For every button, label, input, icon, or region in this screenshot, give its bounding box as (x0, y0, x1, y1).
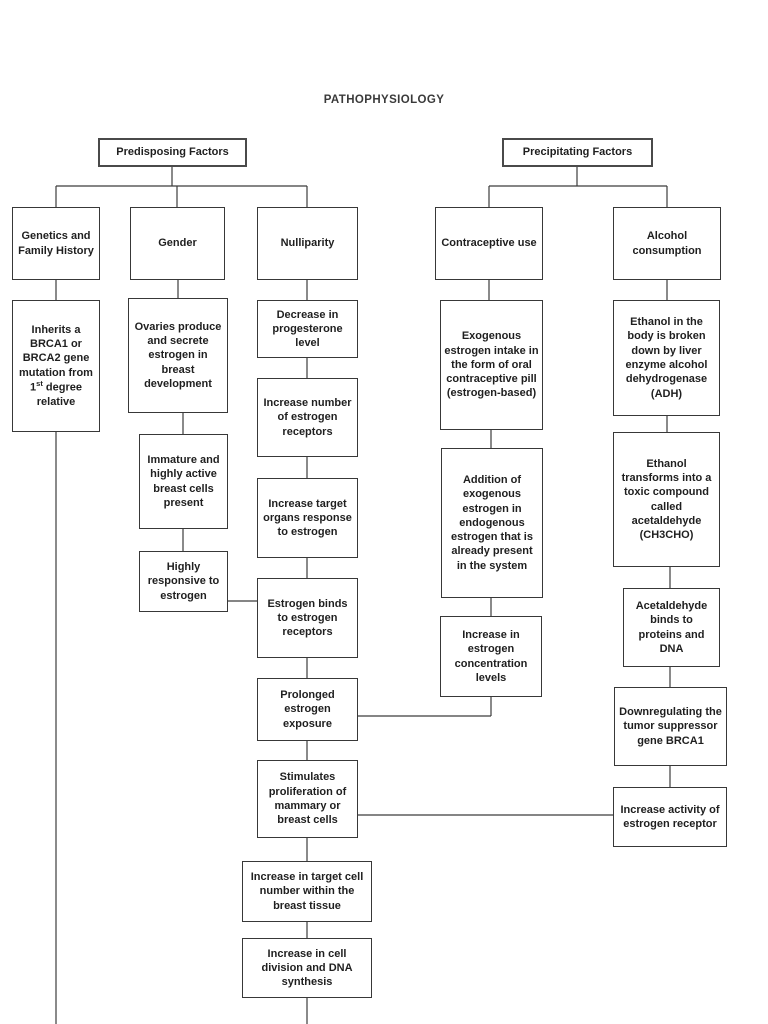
node-precipitating-factors: Precipitating Factors (502, 138, 653, 167)
node-exogenous-estrogen-intake: Exogenous estrogen intake in the form of… (440, 300, 543, 430)
node-ethanol-breakdown-adh: Ethanol in the body is broken down by li… (613, 300, 720, 416)
node-downregulating-brca1: Downregulating the tumor suppressor gene… (614, 687, 727, 766)
node-increase-er-activity: Increase activity of estrogen receptor (613, 787, 727, 847)
node-acetaldehyde-binds: Acetaldehyde binds to proteins and DNA (623, 588, 720, 667)
node-estrogen-binds-receptors: Estrogen binds to estrogen receptors (257, 578, 358, 658)
node-ethanol-to-acetaldehyde: Ethanol transforms into a toxic compound… (613, 432, 720, 567)
node-genetics-family-history: Genetics and Family History (12, 207, 100, 280)
node-increase-cell-division: Increase in cell division and DNA synthe… (242, 938, 372, 998)
node-immature-breast-cells: Immature and highly active breast cells … (139, 434, 228, 529)
node-alcohol-consumption: Alcohol consumption (613, 207, 721, 280)
node-increase-target-organs-response: Increase target organs response to estro… (257, 478, 358, 558)
node-prolonged-estrogen-exposure: Prolonged estrogen exposure (257, 678, 358, 741)
superscript-st: st (36, 378, 43, 388)
node-increase-estrogen-concentration: Increase in estrogen concentration level… (440, 616, 542, 697)
node-increase-target-cell-number: Increase in target cell number within th… (242, 861, 372, 922)
page-title: PATHOPHYSIOLOGY (323, 94, 445, 106)
node-decrease-progesterone: Decrease in progesterone level (257, 300, 358, 358)
node-stimulates-proliferation: Stimulates proliferation of mammary or b… (257, 760, 358, 838)
node-ovaries-estrogen: Ovaries produce and secrete estrogen in … (128, 298, 228, 413)
node-gender: Gender (130, 207, 225, 280)
node-contraceptive-use: Contraceptive use (435, 207, 543, 280)
node-increase-estrogen-receptors: Increase number of estrogen receptors (257, 378, 358, 457)
node-brca-mutation: Inherits a BRCA1 or BRCA2 gene mutation … (12, 300, 100, 432)
node-predisposing-factors: Predisposing Factors (98, 138, 247, 167)
node-nulliparity: Nulliparity (257, 207, 358, 280)
node-addition-exogenous-estrogen: Addition of exogenous estrogen in endoge… (441, 448, 543, 598)
node-highly-responsive: Highly responsive to estrogen (139, 551, 228, 612)
brca-text: Inherits a BRCA1 or BRCA2 gene mutation … (19, 323, 93, 408)
